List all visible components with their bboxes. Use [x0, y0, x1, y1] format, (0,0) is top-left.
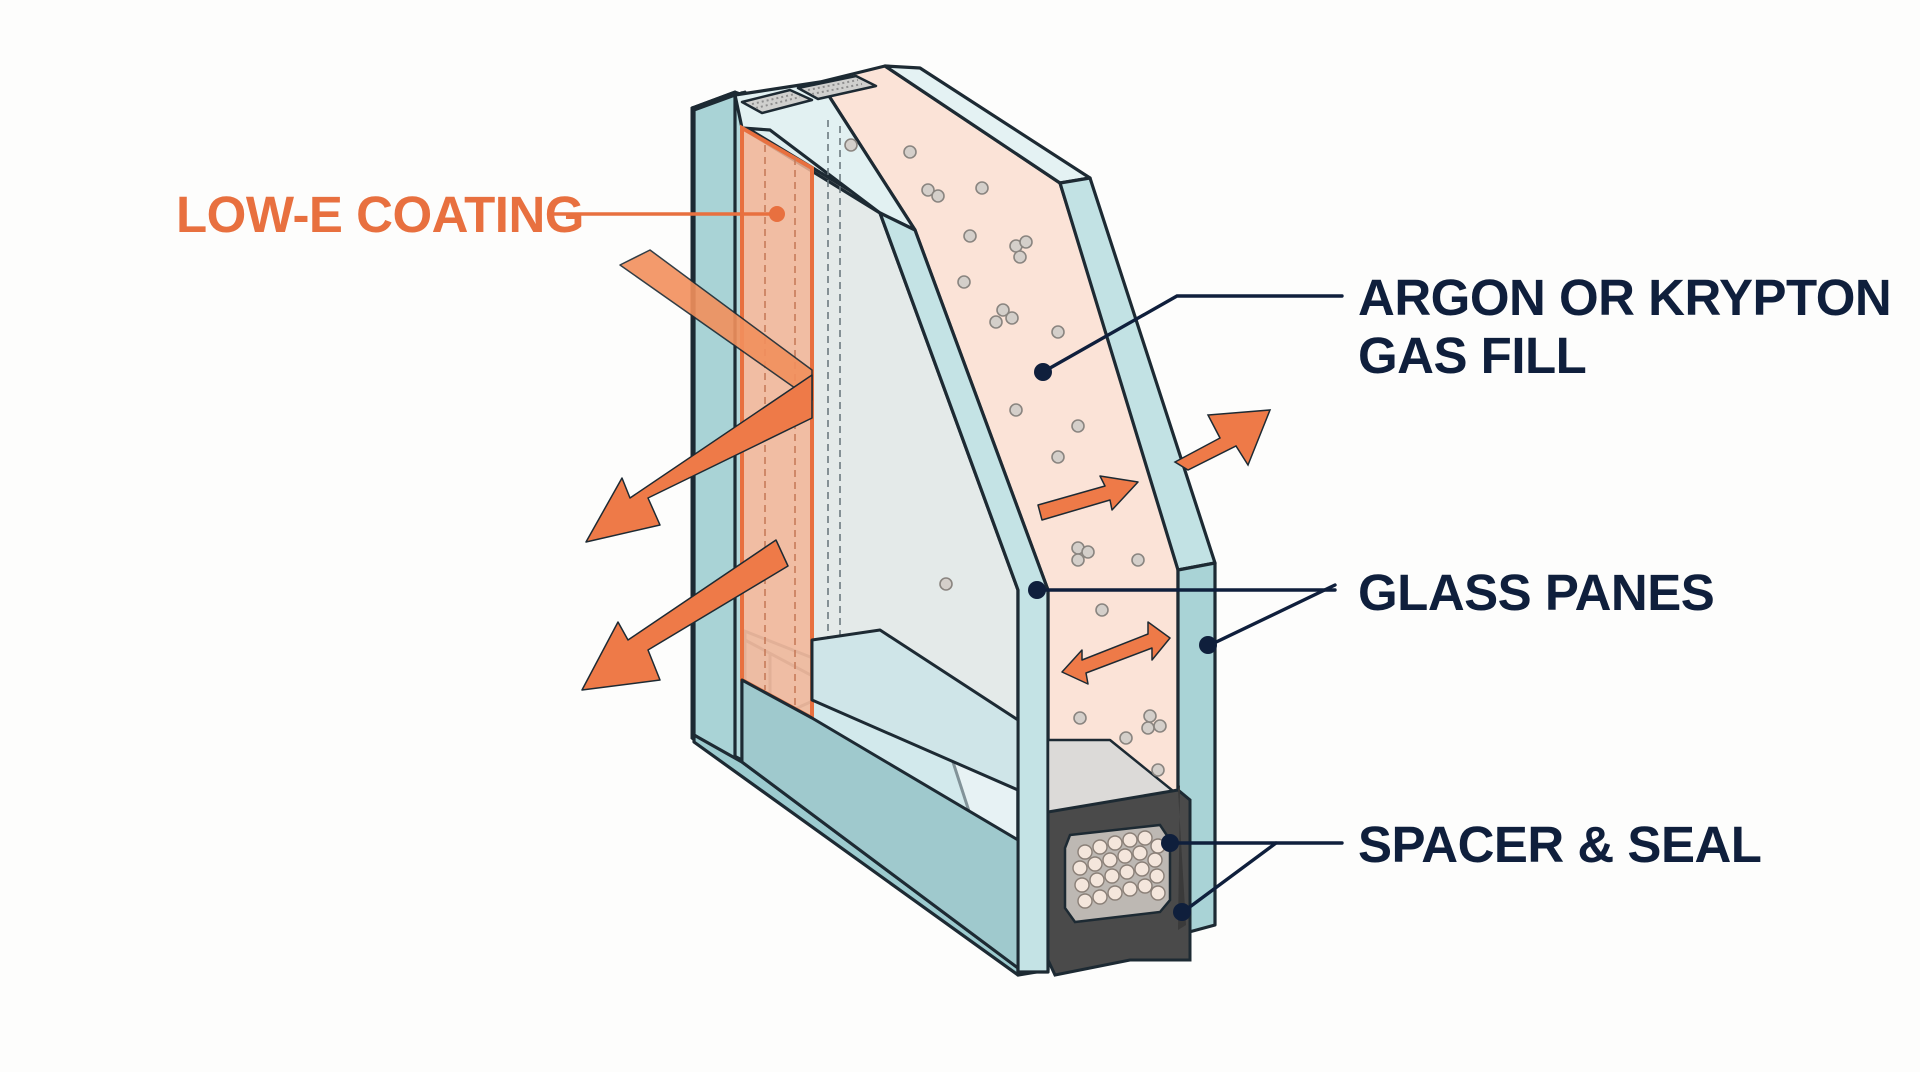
label-gas-fill-line1: ARGON OR KRYPTON: [1358, 269, 1891, 326]
top-spacers: [740, 74, 878, 115]
window-sill-trough: [740, 628, 1020, 970]
label-low-e-coating: LOW-E COATING: [176, 186, 584, 243]
gas-fill-leader: [1041, 294, 1344, 374]
label-glass-panes: GLASS PANES: [1358, 564, 1714, 621]
reflected-ray-upper: [585, 374, 813, 543]
reflected-ray-lower: [581, 539, 789, 691]
cavity-arrow-right: [1037, 475, 1139, 521]
cavity-arrow-double: [1061, 621, 1171, 685]
callout-lines: [548, 206, 1344, 921]
convection-arrows: [1037, 475, 1171, 685]
label-gas-fill-line2: GAS FILL: [1358, 327, 1586, 384]
incoming-ray: [619, 249, 813, 401]
label-spacer-seal: SPACER & SEAL: [1358, 816, 1761, 873]
inner-pane-front: [878, 211, 1050, 974]
heat-out-arrow: [1173, 409, 1272, 471]
spacer-and-seal: [1046, 785, 1192, 977]
desiccant-beads: [1072, 830, 1166, 909]
reflected-heat-arrows: [581, 249, 813, 691]
gas-molecules: [844, 138, 1167, 777]
